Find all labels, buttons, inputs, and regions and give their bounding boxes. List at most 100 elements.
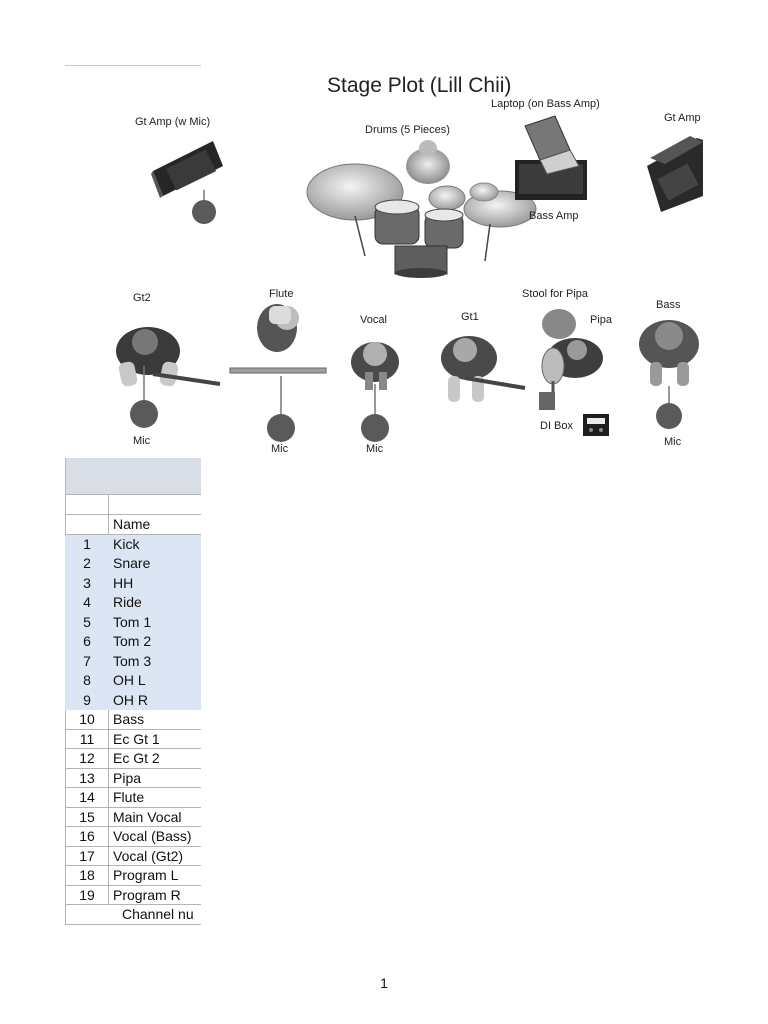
channel-name: Bass <box>108 709 201 730</box>
gt2-player <box>116 327 221 428</box>
channel-name: OH L <box>108 670 201 691</box>
header-num-cell <box>65 514 109 535</box>
sheet-header-band <box>65 458 201 494</box>
gt2-label: Gt2 <box>133 292 151 304</box>
flute-player <box>229 304 327 442</box>
bass-amp-with-laptop <box>515 115 587 200</box>
channel-number: 10 <box>65 709 109 730</box>
channel-number: 16 <box>65 826 109 847</box>
flute-label: Flute <box>269 288 294 300</box>
guitar-amp-right <box>647 136 703 212</box>
channel-name: Kick <box>108 533 201 554</box>
stage-plot-title: Stage Plot (Lill Chii) <box>327 74 512 97</box>
di-box <box>583 414 609 436</box>
channel-footer-text: Channel nu <box>65 904 201 925</box>
channel-number: 19 <box>65 884 109 905</box>
gt2-mic-label: Mic <box>133 435 151 447</box>
gt1-player <box>441 336 526 402</box>
channel-name: Pipa <box>108 767 201 788</box>
channel-name: HH <box>108 572 201 593</box>
channel-number: 12 <box>65 748 109 769</box>
channel-number: 18 <box>65 865 109 886</box>
page-number: 1 <box>380 975 388 991</box>
channel-number: 9 <box>65 689 109 710</box>
channel-number: 17 <box>65 845 109 866</box>
channel-number: 2 <box>65 553 109 574</box>
stage-plot-image: Stage Plot (Lill Chii) Gt Amp (w Mic) Dr… <box>65 66 703 458</box>
top-rule <box>65 65 201 66</box>
bass-player <box>639 320 699 429</box>
pipa-label: Pipa <box>590 314 613 326</box>
di-box-label: DI Box <box>540 420 574 432</box>
bass-label: Bass <box>656 299 681 311</box>
channel-number: 14 <box>65 787 109 808</box>
channel-number: 3 <box>65 572 109 593</box>
drums-label: Drums (5 Pieces) <box>365 124 450 136</box>
channel-footer-row: Channel nu <box>65 904 201 925</box>
channel-number: 7 <box>65 650 109 671</box>
channel-number: 4 <box>65 592 109 613</box>
header-row: Name <box>65 514 201 535</box>
blank-cell <box>108 494 201 515</box>
channel-name: Vocal (Bass) <box>108 826 201 847</box>
channel-name: Vocal (Gt2) <box>108 845 201 866</box>
channel-name: Program R <box>108 884 201 905</box>
gt-amp-left-label: Gt Amp (w Mic) <box>135 116 211 128</box>
channel-number: 6 <box>65 631 109 652</box>
channel-name: Tom 1 <box>108 611 201 632</box>
gt1-label: Gt1 <box>461 311 479 323</box>
channel-number: 15 <box>65 806 109 827</box>
pipa-player <box>539 309 603 410</box>
bass-amp-label: Bass Amp <box>529 210 579 222</box>
blank-row <box>65 494 201 515</box>
channel-number: 13 <box>65 767 109 788</box>
channel-number: 11 <box>65 728 109 749</box>
vocal-mic-label: Mic <box>366 443 384 455</box>
vocal-singer <box>351 342 399 442</box>
stage-plot-drawing <box>116 115 703 442</box>
channel-name: Snare <box>108 553 201 574</box>
channel-name: Tom 3 <box>108 650 201 671</box>
channel-name: Main Vocal <box>108 806 201 827</box>
channel-name: Ride <box>108 592 201 613</box>
channel-name: Flute <box>108 787 201 808</box>
channel-name: Program L <box>108 865 201 886</box>
blank-cell <box>65 494 109 515</box>
drum-kit <box>306 140 537 278</box>
channel-name: Ec Gt 2 <box>108 748 201 769</box>
channel-number: 5 <box>65 611 109 632</box>
guitar-amp-left <box>151 141 223 224</box>
channel-name: OH R <box>108 689 201 710</box>
laptop-label: Laptop (on Bass Amp) <box>491 98 600 110</box>
channel-name: Tom 2 <box>108 631 201 652</box>
bass-mic-label: Mic <box>664 436 682 448</box>
gt-amp-right-label: Gt Amp <box>664 112 701 124</box>
stool-label: Stool for Pipa <box>522 288 589 300</box>
header-name-cell: Name <box>108 514 201 535</box>
channel-number: 1 <box>65 533 109 554</box>
channel-name: Ec Gt 1 <box>108 728 201 749</box>
channel-number: 8 <box>65 670 109 691</box>
vocal-label: Vocal <box>360 314 387 326</box>
